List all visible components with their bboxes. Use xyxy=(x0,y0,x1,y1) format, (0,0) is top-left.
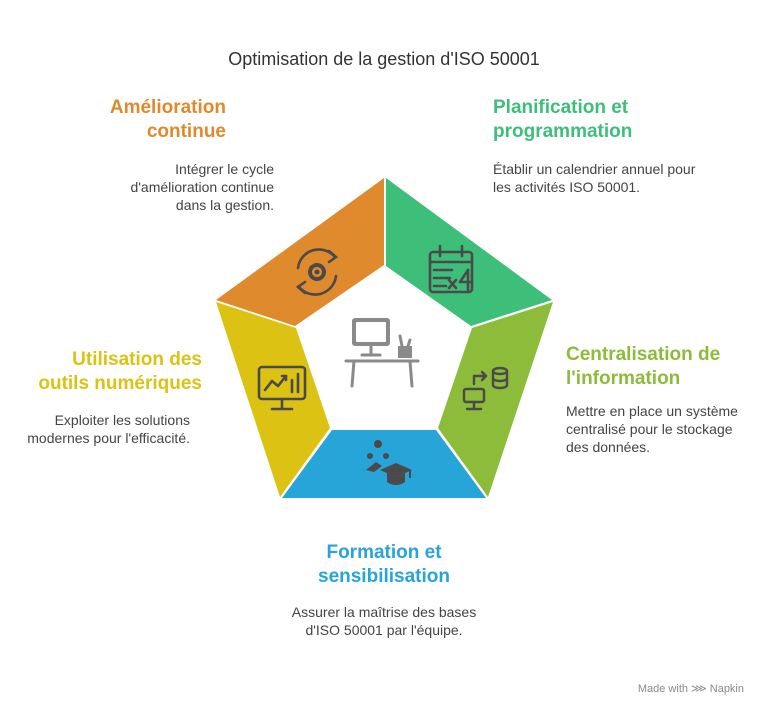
heading-planification: Planification et programmation xyxy=(493,97,633,142)
database-transfer-icon xyxy=(462,366,509,411)
heading-formation: Formation et sensibilisation xyxy=(318,542,450,587)
description-centralisation: Mettre en place un système centralisé po… xyxy=(566,403,738,455)
description-planification: Établir un calendrier annuel pour les ac… xyxy=(493,161,696,195)
segment-formation xyxy=(282,430,486,498)
computer-desk-icon xyxy=(344,318,420,388)
segment-centralisation xyxy=(438,302,553,497)
cycle-gear-icon xyxy=(295,248,339,296)
heading-utilisation: Utilisation des outils numériques xyxy=(38,349,202,394)
monitor-chart-icon xyxy=(257,365,307,411)
segment-amelioration xyxy=(216,178,384,326)
page-title: Optimisation de la gestion d'ISO 50001 xyxy=(228,49,540,69)
graduation-cap-icon xyxy=(366,440,412,485)
description-amelioration: Intégrer le cycle d'amélioration continu… xyxy=(130,161,274,213)
heading-amelioration: Amélioration continue xyxy=(109,97,226,142)
calendar-icon xyxy=(428,244,474,294)
heading-centralisation: Centralisation de l'information xyxy=(566,344,721,389)
footer-credit: Made with ⋙ Napkin xyxy=(637,683,744,695)
description-formation: Assurer la maîtrise des bases d'ISO 5000… xyxy=(291,604,477,638)
description-utilisation: Exploiter les solutions modernes pour l'… xyxy=(27,412,190,446)
